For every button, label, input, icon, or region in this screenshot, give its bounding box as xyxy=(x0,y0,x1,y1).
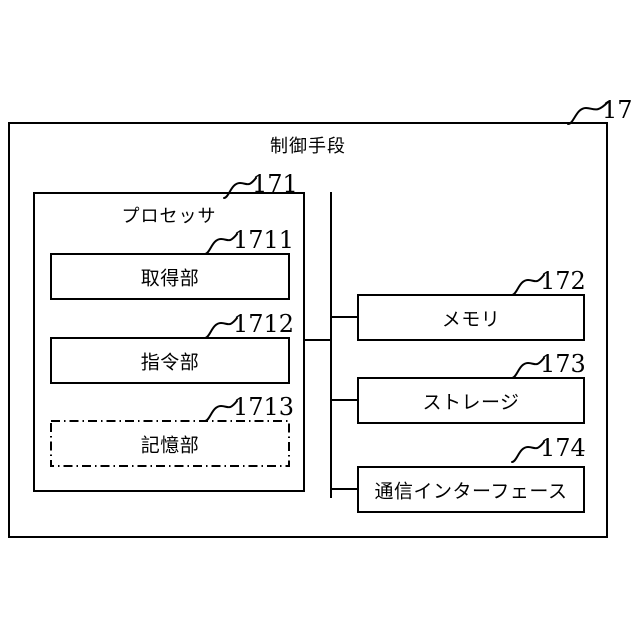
memory-box: メモリ xyxy=(357,294,585,341)
command-unit-box: 指令部 xyxy=(50,337,290,384)
ref-numeral-172: 172 xyxy=(540,267,586,295)
storage-box: ストレージ xyxy=(357,377,585,424)
command-unit-label: 指令部 xyxy=(140,351,200,373)
ref-numeral-1713: 1713 xyxy=(233,393,295,421)
acquisition-unit-label: 取得部 xyxy=(140,267,200,289)
internal-bus-line xyxy=(330,192,332,498)
bus-stub-storage xyxy=(330,399,359,401)
memory-unit-label: 記憶部 xyxy=(140,434,200,456)
processor-title: プロセッサ xyxy=(121,206,217,227)
bus-stub-memory xyxy=(330,316,359,318)
bus-stub-communication-interface xyxy=(330,488,359,490)
acquisition-unit-box: 取得部 xyxy=(50,253,290,300)
processor-container: プロセッサ xyxy=(33,192,305,492)
bus-stub-processor xyxy=(305,339,332,341)
memory-label: メモリ xyxy=(441,308,501,330)
memory-unit-box-labelwrap: 記憶部 xyxy=(50,420,290,467)
control-means-container: 制御手段 xyxy=(8,122,608,538)
ref-numeral-174: 174 xyxy=(540,434,586,462)
communication-interface-label: 通信インターフェース xyxy=(374,480,568,502)
ref-numeral-1711: 1711 xyxy=(233,226,295,254)
storage-label: ストレージ xyxy=(422,391,520,413)
ref-numeral-17: 17 xyxy=(602,96,633,124)
ref-numeral-1712: 1712 xyxy=(233,310,295,338)
communication-interface-box: 通信インターフェース xyxy=(357,466,585,513)
control-means-title: 制御手段 xyxy=(270,136,346,157)
ref-numeral-173: 173 xyxy=(540,350,586,378)
